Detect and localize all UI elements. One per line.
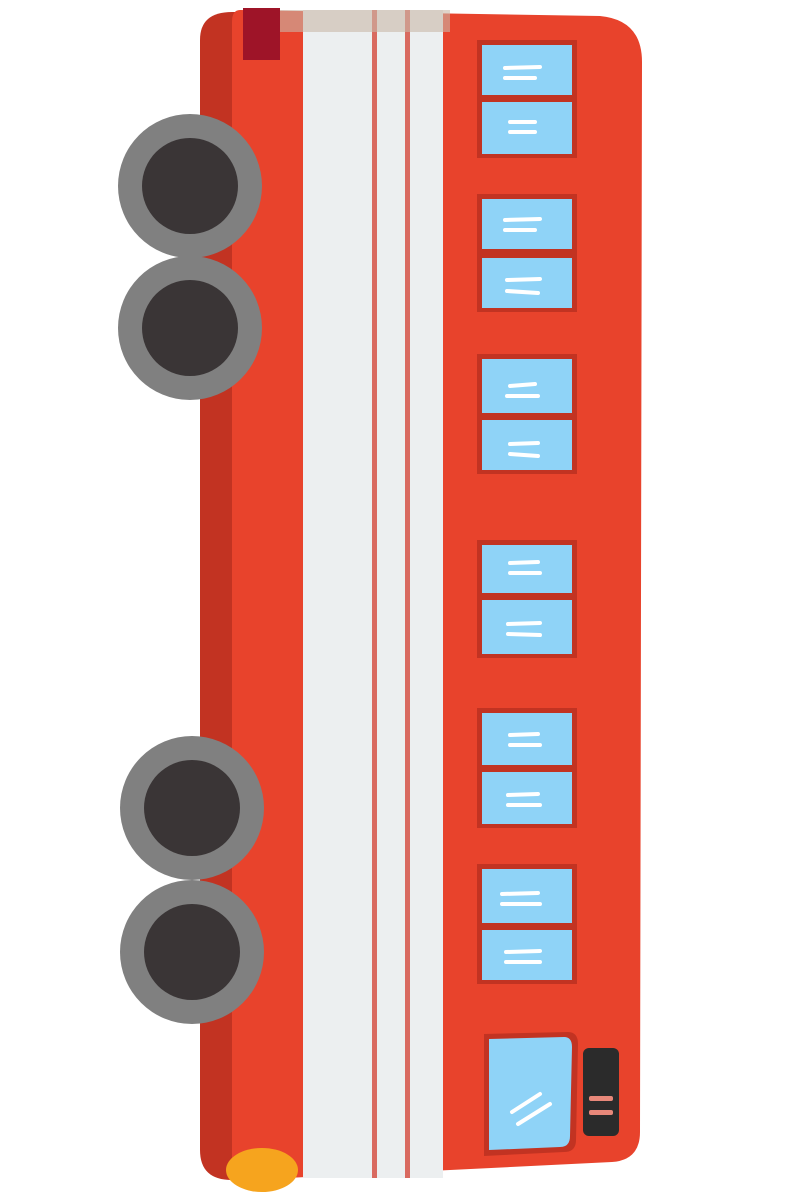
window-group-2 [477, 194, 577, 312]
wheel-1 [118, 114, 262, 258]
headlight [226, 1148, 298, 1192]
roof-stripe-line-left [372, 10, 377, 1178]
window-group-3 [477, 354, 577, 474]
window-group-6 [477, 864, 577, 984]
wheel-2 [118, 256, 262, 400]
front-windshield [484, 1032, 578, 1156]
roof-top-tint [280, 10, 450, 32]
window-group-5 [477, 708, 577, 828]
roof-stripe-line-right [405, 10, 410, 1178]
wheel-3 [120, 736, 264, 880]
front-grille [583, 1048, 619, 1136]
window-group-1 [477, 40, 577, 158]
window-group-4 [477, 540, 577, 658]
wheel-4 [120, 880, 264, 1024]
marker-light [243, 8, 280, 60]
